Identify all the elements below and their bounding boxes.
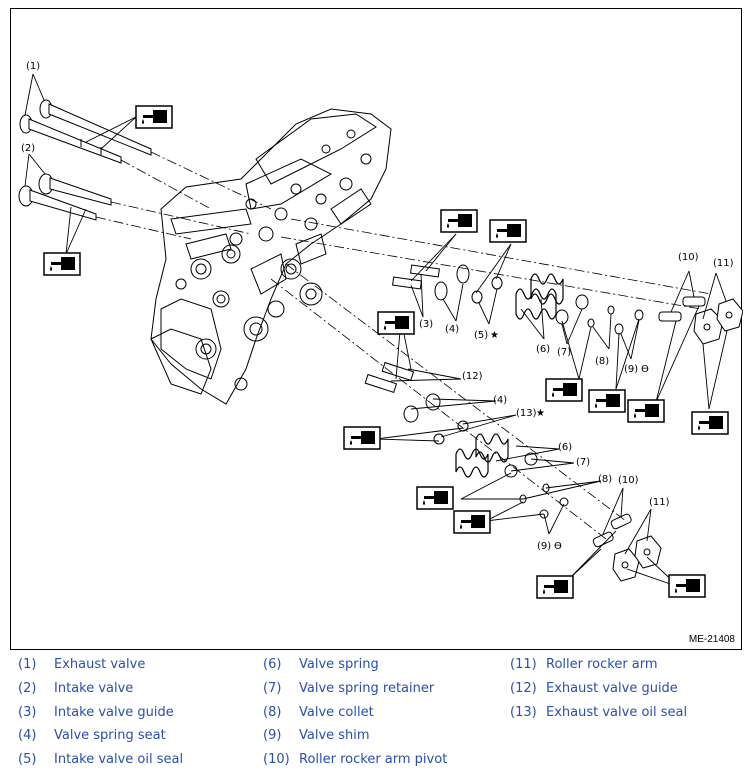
callout-4b: (4) <box>493 395 507 406</box>
parts-legend: (1)Exhaust valve (2)Intake valve (3)Inta… <box>18 657 738 775</box>
legend-item: (10)Roller rocker arm pivot <box>263 752 448 768</box>
callout-7: (7) <box>557 347 571 358</box>
legend-item: (3)Intake valve guide <box>18 704 174 720</box>
callout-6: (6) <box>536 344 550 355</box>
callout-13: (13) <box>516 408 537 419</box>
callout-8b: (8) <box>598 474 612 485</box>
valve-springs <box>455 273 564 478</box>
exploded-view-diagram: (1) (2) (3) (4) (5) ★ (6) (7) (8) (9) ϴ … <box>18 61 743 599</box>
star-symbol-5: ★ <box>490 330 499 341</box>
legend-column-1: (1)Exhaust valve (2)Intake valve (3)Inta… <box>18 657 183 776</box>
cylinder-head <box>150 108 392 405</box>
callout-6b: (6) <box>558 442 572 453</box>
oil-seals <box>433 276 503 445</box>
callout-10: (10) <box>678 252 699 263</box>
legend-column-2: (6)Valve spring (7)Valve spring retainer… <box>263 657 447 776</box>
figure-code: ME-21408 <box>688 634 735 645</box>
callout-9: (9) <box>624 364 638 375</box>
exhaust-valves <box>19 99 152 164</box>
callout-12: (12) <box>462 371 483 382</box>
legend-item: (11)Roller rocker arm <box>510 657 658 672</box>
callout-8: (8) <box>595 356 609 367</box>
callout-labels: (1) (2) (3) (4) (5) ★ (6) (7) (8) (9) ϴ … <box>21 61 734 552</box>
callout-5: (5) <box>474 330 488 341</box>
legend-item: (4)Valve spring seat <box>18 728 166 744</box>
callout-3: (3) <box>419 319 433 330</box>
callout-9b: (9) <box>537 541 551 552</box>
intake-valves <box>18 173 112 221</box>
theta-symbol-9b: ϴ <box>554 541 562 552</box>
legend-item: (7)Valve spring retainer <box>263 680 435 696</box>
legend-item: (13)Exhaust valve oil seal <box>510 704 688 720</box>
callout-2: (2) <box>21 143 35 154</box>
callout-10b: (10) <box>618 475 639 486</box>
legend-item: (9)Valve shim <box>263 728 370 744</box>
diagram-frame: (1) (2) (3) (4) (5) ★ (6) (7) (8) (9) ϴ … <box>10 8 743 650</box>
legend-item: (2)Intake valve <box>18 680 134 696</box>
legend-column-3: (11)Roller rocker arm (12)Exhaust valve … <box>510 657 687 728</box>
spring-seats <box>403 264 470 423</box>
callout-1: (1) <box>26 61 40 72</box>
leader-lines <box>24 73 728 588</box>
rocker-arm-pivots <box>592 296 706 548</box>
callout-11: (11) <box>713 258 734 269</box>
legend-item: (5)Intake valve oil seal <box>18 752 184 768</box>
legend-item: (8)Valve collet <box>263 704 374 720</box>
legend-item: (6)Valve spring <box>263 657 379 672</box>
roller-rocker-arms <box>612 298 743 582</box>
star-symbol-13: ★ <box>536 408 545 419</box>
center-lines <box>95 151 712 540</box>
callout-11b: (11) <box>649 497 670 508</box>
legend-item: (1)Exhaust valve <box>18 657 146 672</box>
legend-item: (12)Exhaust valve guide <box>510 680 678 696</box>
theta-symbol-9: ϴ <box>641 364 649 375</box>
callout-7b: (7) <box>576 457 590 468</box>
callout-4: (4) <box>445 324 459 335</box>
